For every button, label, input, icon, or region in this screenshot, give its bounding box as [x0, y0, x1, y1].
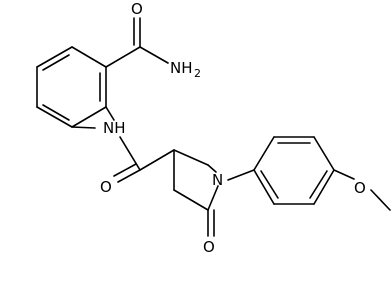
atom-n-ring: N: [212, 171, 223, 189]
atom-o-lactam: O: [203, 238, 215, 256]
atom-nh2: NH 2: [170, 59, 201, 80]
atom-nh: NH: [103, 119, 126, 137]
methoxy-group: [333, 169, 391, 211]
pyrrolidinone-ring: [173, 149, 219, 211]
atom-o-methoxy: O: [354, 179, 366, 197]
svg-text:2: 2: [194, 67, 201, 80]
svg-text:NH: NH: [170, 59, 193, 77]
primary-amide-group: [105, 17, 169, 68]
atom-o-amide-top: O: [131, 0, 143, 18]
carboxamide-carbonyl: [113, 149, 175, 183]
benzene-ring-right: [227, 136, 335, 205]
amide-nh-linker: [71, 106, 141, 171]
lactam-carbonyl: [207, 209, 215, 237]
atom-o-amide-mid: O: [100, 178, 112, 196]
benzene-ring-left: [36, 46, 107, 128]
